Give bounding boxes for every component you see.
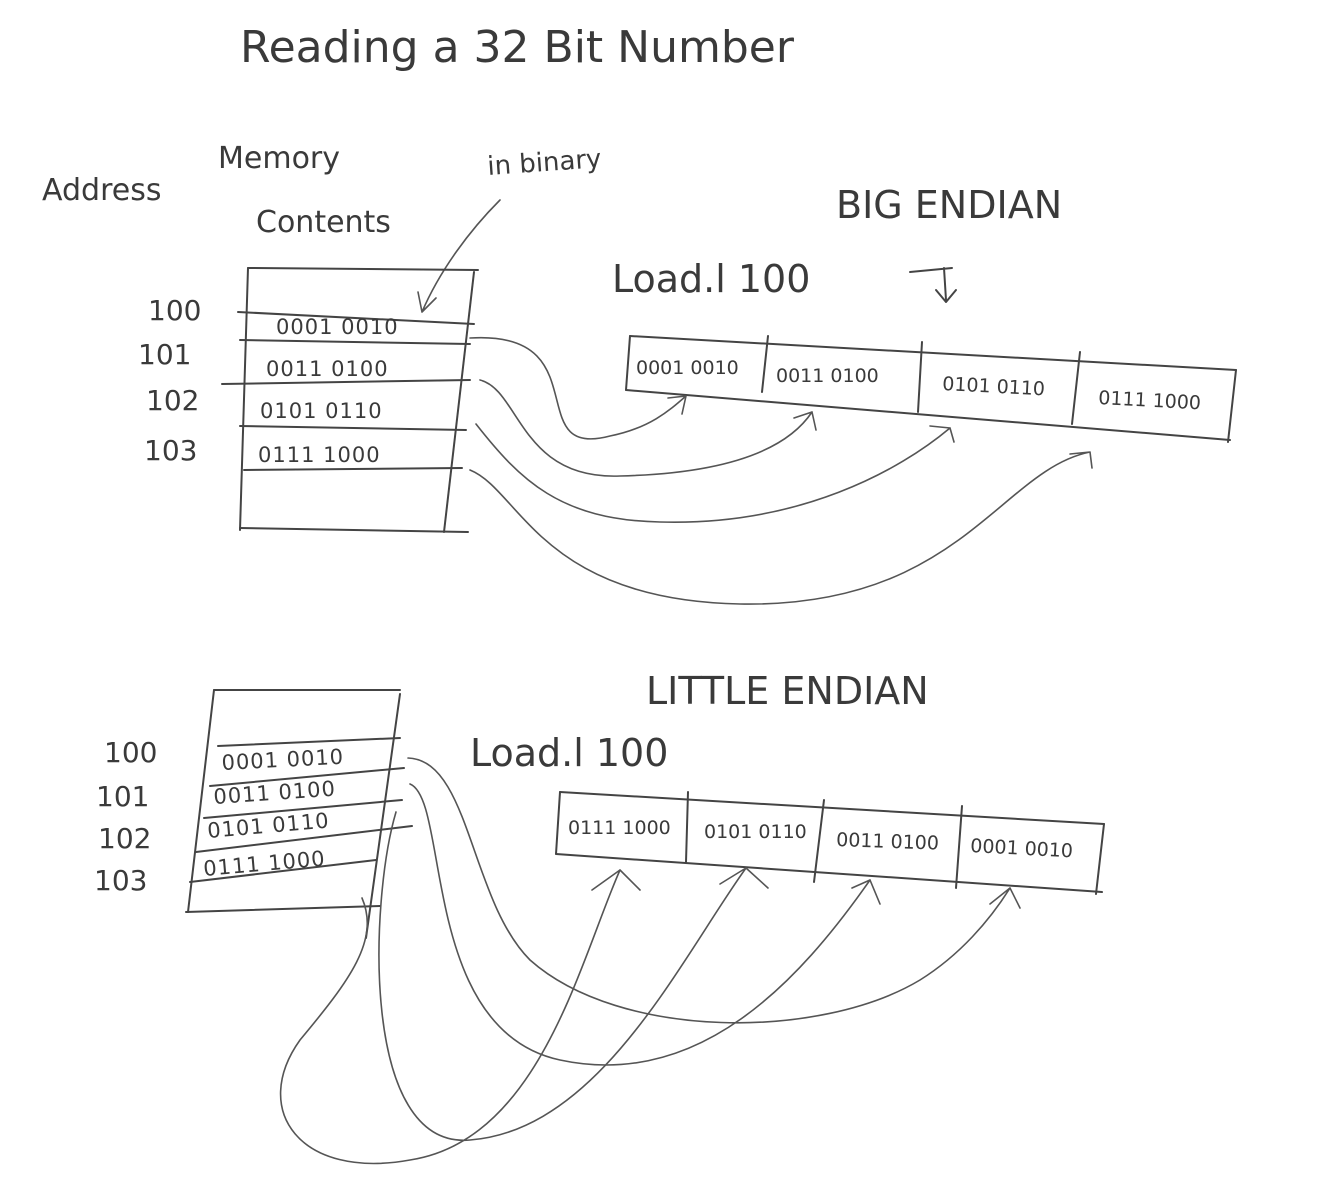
memory-cell: 0111 1000	[258, 443, 381, 467]
address-label: 100	[104, 736, 157, 769]
little-endian-register: 0111 1000 0101 0110 0011 0100 0001 0010	[555, 791, 1105, 895]
address-label: 101	[138, 338, 191, 371]
little-endian-heading: LITTLE ENDIAN	[646, 669, 929, 713]
address-label: 100	[148, 294, 201, 327]
memory-cell: 0001 0010	[276, 315, 399, 339]
big-endian-instruction: Load.l 100	[612, 257, 810, 301]
memory-cell: 0011 0100	[213, 776, 337, 808]
address-label: 103	[94, 864, 147, 897]
address-label: 102	[98, 822, 151, 855]
address-label: 102	[146, 384, 199, 417]
address-label: 103	[144, 434, 197, 467]
big-endian-down-arrow-icon	[909, 267, 957, 303]
memory-cell: 0001 0010	[221, 745, 345, 775]
memory-cell: 0101 0110	[260, 399, 383, 423]
big-endian-heading: BIG ENDIAN	[836, 183, 1062, 227]
big-endian-memory-table	[221, 267, 479, 533]
big-endian-addresses: 100 101 102 103	[138, 294, 201, 467]
register-byte: 0111 1000	[1098, 387, 1202, 414]
little-endian-instruction: Load.l 100	[470, 731, 668, 775]
memory-cell: 0111 1000	[202, 846, 326, 881]
register-byte: 0001 0010	[636, 357, 739, 379]
little-endian-memory-cells: 0001 0010 0011 0100 0101 0110 0111 1000	[202, 745, 344, 881]
page-title: Reading a 32 Bit Number	[240, 22, 795, 73]
big-endian-register: 0001 0010 0011 0100 0101 0110 0111 1000	[625, 335, 1237, 443]
big-endian-arrows	[469, 336, 1093, 605]
register-byte: 0111 1000	[568, 817, 671, 839]
register-byte: 0011 0100	[776, 365, 879, 387]
binary-note-arrow	[417, 199, 501, 313]
address-label: 101	[96, 780, 149, 813]
memory-header-line1: Memory	[218, 141, 340, 176]
register-byte: 0011 0100	[836, 829, 939, 855]
memory-cell: 0011 0100	[266, 357, 389, 381]
register-byte: 0101 0110	[704, 821, 807, 843]
binary-note: in binary	[486, 144, 602, 182]
register-byte: 0101 0110	[942, 373, 1046, 400]
register-byte: 0001 0010	[970, 835, 1074, 862]
little-endian-addresses: 100 101 102 103	[94, 736, 157, 897]
big-endian-memory-cells: 0001 0010 0011 0100 0101 0110 0111 1000	[258, 315, 399, 467]
address-header: Address	[42, 173, 161, 208]
memory-header-line2: Contents	[256, 205, 391, 240]
little-endian-memory-table	[185, 689, 413, 939]
little-endian-arrows	[279, 757, 1021, 1165]
